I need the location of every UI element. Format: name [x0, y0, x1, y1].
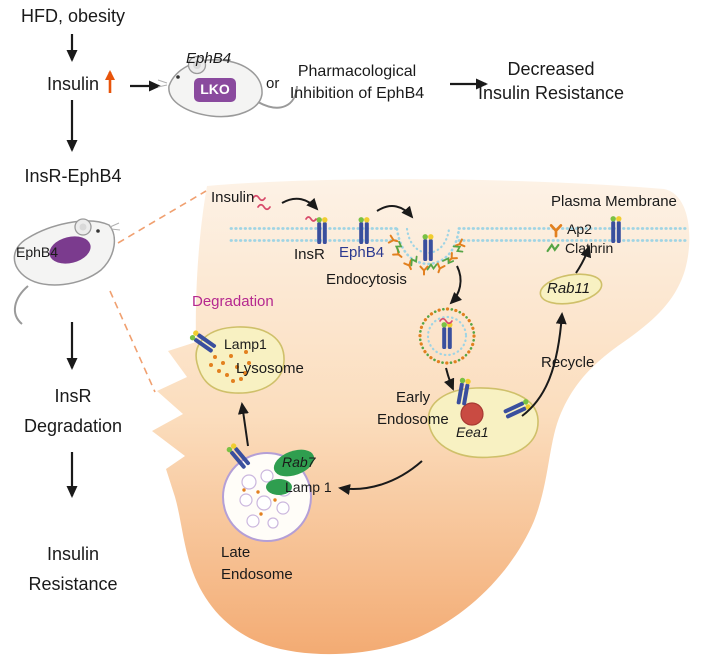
rab11-label: Rab11 [547, 280, 591, 297]
rab11-endosome [539, 273, 603, 305]
flow-arrows [66, 34, 488, 498]
cell-arrows [237, 197, 592, 495]
rab7-label: Rab7 [282, 454, 316, 470]
lamp1-patch [266, 479, 292, 495]
insulin-resistance-line2: Resistance [28, 574, 118, 594]
lysosome-body [188, 326, 285, 394]
degradation-label: Degradation [192, 293, 274, 310]
early-endosome-line1: Early [396, 389, 431, 406]
plasma-membrane-lines [229, 227, 688, 242]
ephb4-receptor-label: EphB4 [339, 244, 385, 261]
zoom-connector-top [117, 190, 207, 244]
insr-receptor-label: InsR [294, 246, 325, 263]
clathrin-label: Clathrin [565, 240, 614, 256]
insulin-label: Insulin [46, 74, 100, 94]
pharmacological-line2: Inhibition of EphB4 [289, 85, 425, 102]
zoom-connector-bottom [109, 290, 156, 393]
eea1-label: Eea1 [456, 424, 489, 440]
insr-degradation-line2: Degradation [23, 416, 123, 436]
plasma-membrane-label: Plasma Membrane [551, 193, 677, 210]
cell-insulin-label: Insulin [211, 189, 255, 206]
lko-label: LKO [200, 81, 230, 97]
ephb4-mouse-graphic [13, 218, 121, 325]
insulin-ligand-icon [252, 194, 317, 222]
insr-degradation-line1: InsR [54, 386, 92, 406]
recycle-label: Recycle [541, 354, 595, 371]
outcome-line2: Insulin Resistance [477, 83, 625, 103]
lko-liver-patch [194, 78, 236, 102]
early-endosome [427, 377, 539, 459]
lamp1-late-label: Lamp 1 [285, 479, 332, 495]
ap2-label: Ap2 [567, 221, 592, 237]
insulin-resistance-line1: Insulin [46, 544, 100, 564]
late-endosome-line2: Endosome [221, 566, 293, 583]
mouse-liver-ephb4-label: EphB4 [16, 244, 59, 260]
lko-mouse-graphic [157, 55, 298, 118]
pharmacological-line1: Pharmacological [297, 63, 417, 80]
mouse-liver-patch [49, 236, 91, 264]
hfd-obesity-label: HFD, obesity [20, 6, 126, 26]
lysosome-label: Lysosome [236, 360, 304, 377]
lamp1-lysosome-label: Lamp1 [224, 336, 267, 352]
rab7-patch [273, 449, 315, 477]
coated-vesicle [418, 307, 476, 365]
outcome-line1: Decreased [507, 59, 595, 79]
clathrin-pit [387, 227, 466, 276]
late-endosome [222, 442, 315, 542]
insr-ephb4-label: InsR-EphB4 [24, 166, 122, 186]
early-endosome-line2: Endosome [377, 411, 449, 428]
endocytosis-label: Endocytosis [326, 271, 407, 288]
ephb4-gene-label: EphB4 [186, 50, 232, 67]
or-label: or [266, 75, 280, 92]
late-endosome-line1: Late [221, 544, 251, 561]
